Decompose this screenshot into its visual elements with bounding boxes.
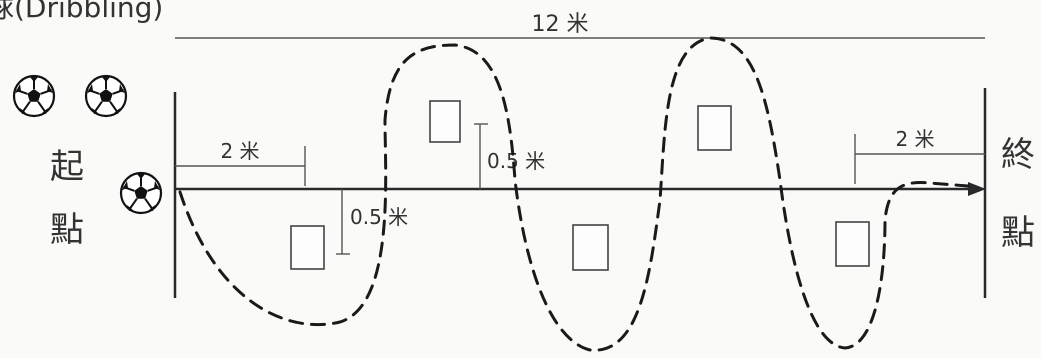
diagram-title: 球(Dribbling) xyxy=(0,0,163,24)
cone-marker-5 xyxy=(835,221,870,267)
cone-marker-3 xyxy=(290,225,325,270)
lower-offset-label: 0.5 米 xyxy=(350,205,408,229)
cone-marker-1 xyxy=(429,100,461,143)
end-gap-label: 2 米 xyxy=(895,127,934,151)
center-line-arrow xyxy=(968,182,986,196)
end-label-top: 終 xyxy=(1001,135,1035,175)
dribbling-path xyxy=(178,36,970,352)
cone-marker-2 xyxy=(697,105,732,151)
start-label-top: 起 xyxy=(50,147,84,187)
upper-offset-label: 0.5 米 xyxy=(487,149,545,173)
end-label-bottom: 點 xyxy=(1001,213,1035,253)
soccer-ball-icon xyxy=(84,74,128,118)
cone-marker-4 xyxy=(572,224,609,271)
total-distance-label: 12 米 xyxy=(532,12,589,37)
start-label-bottom: 點 xyxy=(50,210,84,250)
soccer-ball-icon xyxy=(12,74,56,118)
soccer-ball-icon xyxy=(119,171,163,215)
start-gap-label: 2 米 xyxy=(220,139,259,163)
